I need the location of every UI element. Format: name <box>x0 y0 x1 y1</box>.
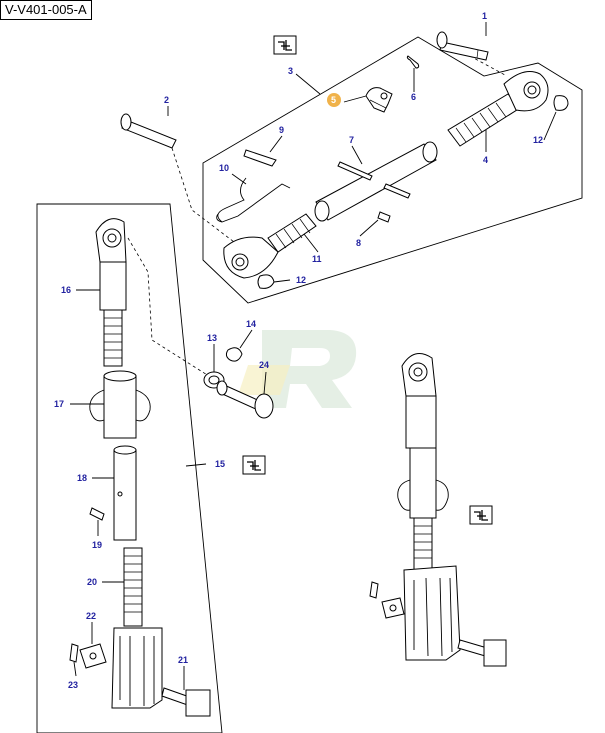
drawing-reference: V-V401-005-A <box>0 0 92 20</box>
hand-book-icon <box>273 35 297 55</box>
callout-labels: 1 2 3 4 5 6 7 8 9 10 11 12 12 13 14 15 1… <box>54 11 543 690</box>
callout-16: 16 <box>61 285 71 295</box>
pin-part-21 <box>161 687 211 717</box>
callout-19: 19 <box>92 540 102 550</box>
alternate-lift-rod-assembly <box>369 353 507 667</box>
callout-11: 11 <box>312 254 322 264</box>
callout-12-lower: 12 <box>296 275 306 285</box>
callout-5-highlight <box>327 93 341 107</box>
grease-nipple-part-8 <box>377 211 391 223</box>
callout-17: 17 <box>54 399 64 409</box>
pin-part-2 <box>120 113 177 149</box>
hand-book-icon <box>469 505 493 525</box>
threaded-end-part-11 <box>223 213 317 279</box>
callout-3: 3 <box>288 66 293 76</box>
sleeve-part-17 <box>89 370 151 439</box>
hand-book-icon <box>242 455 266 475</box>
pin-part-1 <box>436 31 489 61</box>
callout-9: 9 <box>279 125 284 135</box>
retaining-clip-part-14 <box>225 347 243 362</box>
callout-8: 8 <box>356 238 361 248</box>
tube-part-18 <box>113 445 137 541</box>
callout-13: 13 <box>207 333 217 343</box>
callout-2: 2 <box>164 95 169 105</box>
callout-22: 22 <box>86 611 96 621</box>
clip-part-6 <box>406 55 420 69</box>
callout-7: 7 <box>349 135 354 145</box>
linch-pin-part-9 <box>243 149 277 167</box>
callout-18: 18 <box>77 473 87 483</box>
callout-10: 10 <box>219 163 229 173</box>
pin-part-24 <box>216 380 274 419</box>
callout-20: 20 <box>87 577 97 587</box>
callout-14: 14 <box>246 319 256 329</box>
eye-end-part-16 <box>95 218 127 367</box>
callout-4: 4 <box>483 155 488 165</box>
callout-5: 5 <box>331 95 336 105</box>
catch-part-5 <box>365 87 393 113</box>
callout-6: 6 <box>411 92 416 102</box>
callout-23: 23 <box>68 680 78 690</box>
group-15-outline <box>36 203 223 733</box>
clevis-fork <box>111 627 163 709</box>
grease-nipple-part-19 <box>89 507 105 521</box>
callout-21: 21 <box>178 655 188 665</box>
spring-pin-part-10 <box>216 177 291 223</box>
callout-24: 24 <box>259 360 269 370</box>
threaded-end-part-4 <box>447 71 549 147</box>
barrel-part-7 <box>314 141 438 222</box>
callout-15: 15 <box>215 459 225 469</box>
callout-12-upper: 12 <box>533 135 543 145</box>
washer-part-22 <box>79 643 107 669</box>
dashed-leaders <box>127 55 506 379</box>
pin-part-23 <box>69 643 79 663</box>
retaining-clip-part-12-lower <box>257 274 275 289</box>
retaining-clip-part-12-upper <box>553 95 569 111</box>
threaded-rod-part-20 <box>123 547 143 627</box>
callout-1: 1 <box>482 11 487 21</box>
watermark-logo <box>238 330 357 408</box>
callout-leaders <box>70 22 557 690</box>
